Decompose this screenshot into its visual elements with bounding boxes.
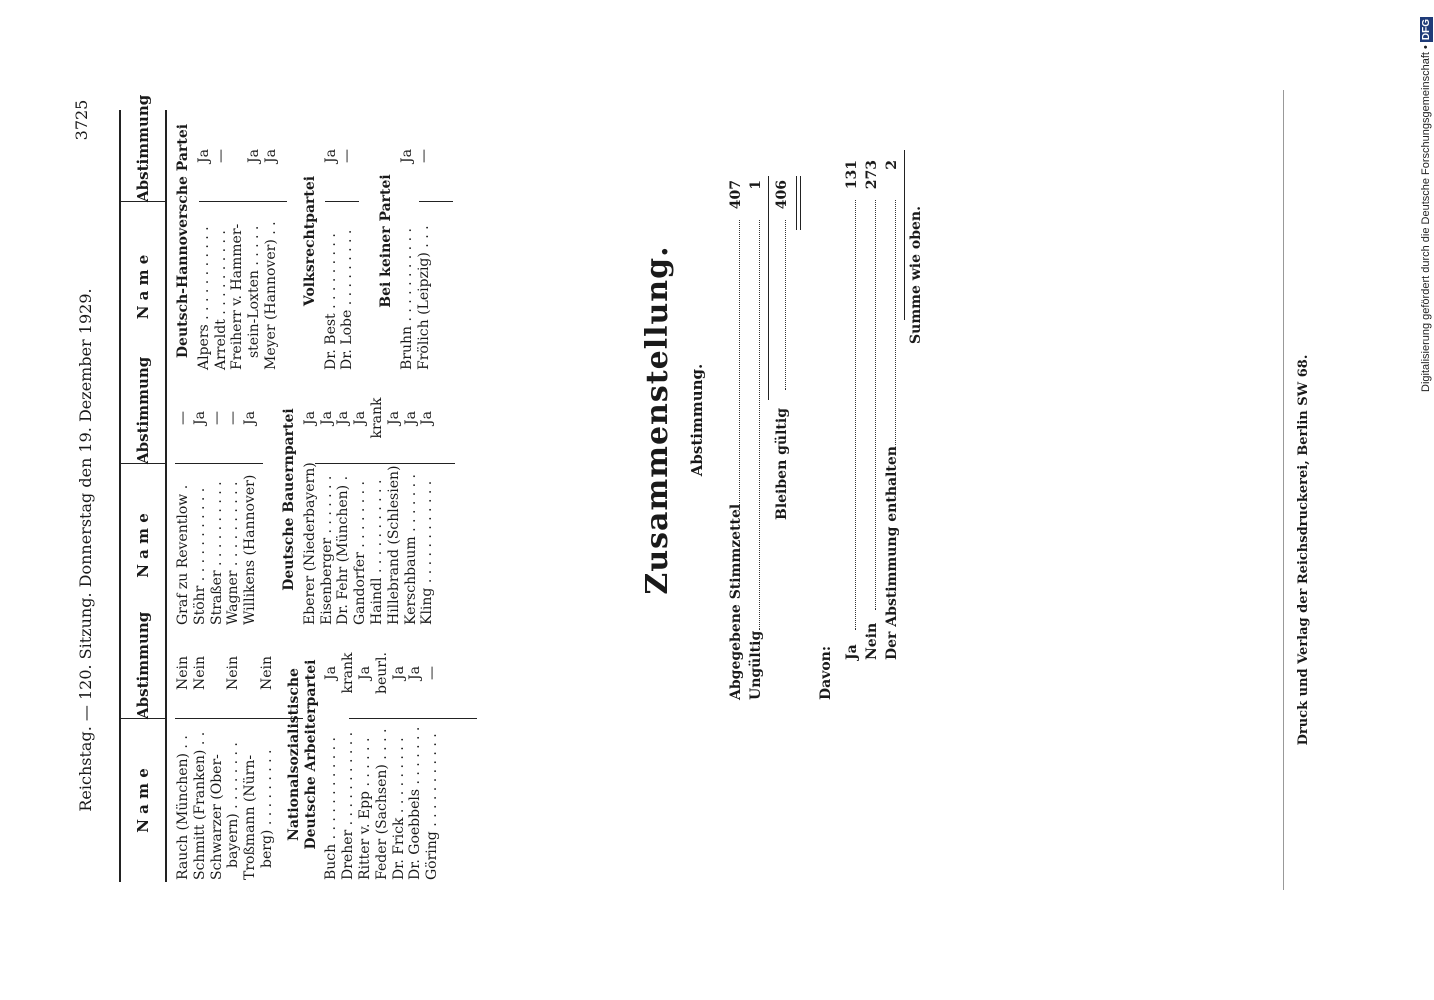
table-row: Eisenberger . . . . . . .Ja: [318, 411, 335, 625]
table-row: Troßmann (Nürn-: [242, 754, 259, 880]
summary-line: Ungültig 1: [748, 180, 764, 700]
summary-line: Abgegebene Stimmzettel 407: [728, 180, 744, 700]
column-header: N a m e Abstimmung: [119, 356, 167, 627]
page-number: 3725: [72, 99, 91, 141]
table-row: Schmitt (Franken) . .Nein: [191, 655, 208, 880]
party-title: Deutsche Arbeiterpartei: [302, 659, 319, 850]
table-row: Schwarzer (Ober-: [208, 754, 225, 880]
table-row: Haindl . . . . . . . . . . .krank: [368, 397, 385, 625]
table-row: Buch . . . . . . . . . . . .Ja: [323, 666, 340, 880]
table-row: Kling . . . . . . . . . . . .Ja: [419, 411, 436, 625]
summary-subtitle: Abstimmung.: [688, 363, 706, 477]
party-title: Nationalsozialistische: [285, 668, 302, 841]
table-row: stein-Loxten . . . . .Ja: [246, 149, 263, 358]
party-title: Deutsche Bauernpartei: [280, 408, 297, 591]
name-header: N a m e: [134, 254, 152, 320]
table-row: Kerschbaum . . . . . . .Ja: [402, 411, 419, 625]
table-row: Straßer . . . . . . . . . .—: [208, 411, 225, 625]
summary-line: Bleiben gültig 406: [774, 180, 790, 520]
table-row: Arreldt . . . . . . . . . .—: [212, 149, 229, 370]
digitization-credit: Digitalisierung gefördert durch die Deut…: [1418, 0, 1434, 392]
credit-text: Digitalisierung gefördert durch die Deut…: [1420, 45, 1432, 392]
table-row: berg) . . . . . . . . .Nein: [258, 655, 275, 868]
summary-line: Nein 273: [864, 160, 880, 660]
table-row: Dr. Frick . . . . . . . . .Ja: [390, 666, 407, 880]
summary-line: Ja 131: [844, 160, 860, 660]
summary-title: Zusammenstellung.: [640, 245, 675, 595]
davon-label: Davon:: [818, 645, 834, 700]
summary-line: Der Abstimmung enthalten 2: [884, 160, 900, 660]
name-header: N a m e: [134, 513, 152, 578]
table-row: Meyer (Hannover) . .Ja: [262, 149, 279, 370]
party-title: Bei keiner Partei: [378, 174, 395, 308]
dfg-logo: DFG: [1420, 17, 1433, 43]
table-row: bayern) . . . . . . . .Nein: [225, 655, 242, 868]
table-row: Feder (Sachsen) . . . .beurl.: [373, 652, 390, 880]
table-row: Bruhn . . . . . . . . . . .Ja: [398, 149, 415, 370]
table-row: Dr. Fehr (München) .Ja: [335, 411, 352, 625]
table-row: Dr. Best . . . . . . . . .Ja: [322, 149, 339, 370]
table-row: Dr. Goebbels . . . . . . .Ja: [407, 666, 424, 880]
print-footer: Druck und Verlag der Reichsdruckerei, Be…: [1296, 354, 1311, 746]
table-row: Rauch (München) . .Nein: [175, 655, 191, 880]
table-row: Alpers . . . . . . . . . . .Ja: [195, 149, 212, 370]
table-row: Gandorfer . . . . . . . .Ja: [352, 411, 369, 625]
vote-header: Abstimmung: [134, 94, 152, 202]
party-title: Deutsch-Hannoversche Partei: [175, 123, 191, 359]
vote-header: Abstimmung: [134, 611, 152, 719]
page-header-title: Reichstag. — 120. Sitzung. Donnerstag de…: [76, 288, 95, 812]
party-title: Volksrechtpartei: [301, 175, 318, 307]
table-row: Dreher . . . . . . . . . . .krank: [340, 652, 357, 880]
table-row: Stöhr . . . . . . . . . . .Ja: [191, 411, 208, 625]
table-row: Frölich (Leipzig) . . .—: [415, 149, 432, 370]
table-row: Dr. Lobe . . . . . . . . .—: [339, 149, 356, 370]
summary-sum-note: Summe wie oben.: [908, 206, 924, 344]
table-row: Eberer (Niederbayern)Ja: [301, 411, 318, 625]
name-header: N a m e: [134, 768, 152, 833]
table-row: Hillebrand (Schlesien)Ja: [385, 411, 402, 625]
column-header: N a m e Abstimmung: [119, 611, 167, 882]
column-header: N a m e Abstimmung: [119, 94, 167, 372]
scanned-page: Reichstag. — 120. Sitzung. Donnerstag de…: [0, 90, 1434, 1000]
table-row: Freiherr v. Hammer-: [229, 223, 246, 370]
table-row: Wagner . . . . . . . . . .—: [225, 411, 242, 625]
vote-header: Abstimmung: [134, 356, 152, 464]
table-row: Göring . . . . . . . . . . .—: [424, 666, 441, 880]
table-row: Ritter v. Epp . . . . . .Ja: [356, 666, 373, 880]
table-row: Graf zu Reventlow .—: [175, 411, 191, 625]
table-row: Willikens (Hannover)Ja: [242, 411, 259, 625]
